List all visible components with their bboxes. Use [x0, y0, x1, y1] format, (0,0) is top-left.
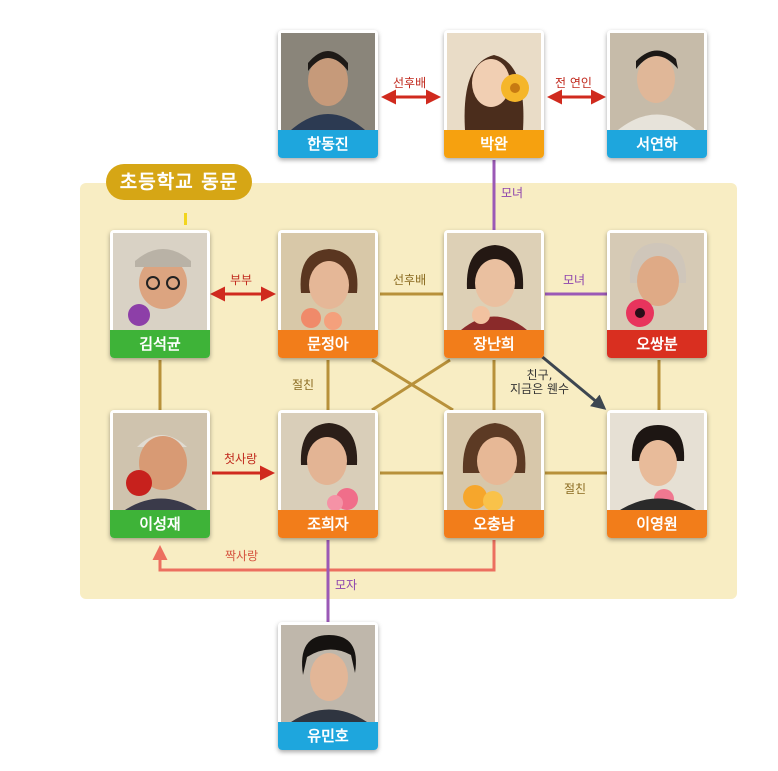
character-card-jang[interactable]: 장난희: [444, 230, 544, 358]
character-card-jo[interactable]: 조희자: [278, 410, 378, 538]
character-name: 문정아: [278, 330, 378, 358]
character-card-oh-ssangbun[interactable]: 오쌍분: [607, 230, 707, 358]
character-photo: [447, 413, 541, 510]
character-card-lee-seongjae[interactable]: 이성재: [110, 410, 210, 538]
character-photo: [113, 233, 207, 330]
character-card-seo[interactable]: 서연하: [607, 30, 707, 158]
character-name: 조희자: [278, 510, 378, 538]
character-photo: [610, 413, 704, 510]
character-card-yoo[interactable]: 유민호: [278, 622, 378, 750]
character-card-lee-yeongwon[interactable]: 이영원: [607, 410, 707, 538]
character-photo: [281, 413, 375, 510]
group-tick-mark: [184, 213, 187, 225]
character-photo: [281, 33, 375, 130]
relation-label-ohcn-leesj: 짝사랑: [225, 549, 259, 563]
character-name: 장난희: [444, 330, 544, 358]
character-photo: [113, 413, 207, 510]
relation-label-leesj-jo: 첫사랑: [224, 452, 258, 466]
relation-label-park-seo: 전 연인: [555, 76, 592, 90]
character-photo: [610, 33, 704, 130]
relation-label-han-park: 선후배: [393, 76, 427, 90]
character-name: 서연하: [607, 130, 707, 158]
character-photo: [447, 233, 541, 330]
group-badge: 초등학교 동문: [106, 164, 252, 200]
jang-jo-line: [371, 358, 451, 412]
character-card-moon[interactable]: 문정아: [278, 230, 378, 358]
relation-label-moon-jo: 절친: [292, 378, 315, 392]
relation-label-ohcn-leeyw: 절친: [564, 482, 587, 496]
character-photo: [447, 33, 541, 130]
character-name: 이영원: [607, 510, 707, 538]
relation-label-kim-moon: 부부: [230, 273, 253, 287]
character-name: 오충남: [444, 510, 544, 538]
character-name: 유민호: [278, 722, 378, 750]
character-photo: [281, 233, 375, 330]
character-card-park[interactable]: 박완: [444, 30, 544, 158]
jang-leeyw-line: [539, 353, 607, 410]
character-name: 박완: [444, 130, 544, 158]
character-card-kim[interactable]: 김석균: [110, 230, 210, 358]
relation-label-jang-leeyw: 친구, 지금은 웬수: [510, 368, 570, 396]
character-name: 김석균: [110, 330, 210, 358]
character-card-oh-chungnam[interactable]: 오충남: [444, 410, 544, 538]
relation-label-moon-jang: 선후배: [393, 273, 427, 287]
character-photo: [610, 233, 704, 330]
character-name: 이성재: [110, 510, 210, 538]
relation-label-jo-yoo: 모자: [335, 578, 358, 592]
character-photo: [281, 625, 375, 722]
character-name: 오쌍분: [607, 330, 707, 358]
character-name: 한동진: [278, 130, 378, 158]
relation-label-jang-ohss: 모녀: [563, 273, 586, 287]
character-card-han[interactable]: 한동진: [278, 30, 378, 158]
relation-label-park-jang: 모녀: [501, 186, 524, 200]
